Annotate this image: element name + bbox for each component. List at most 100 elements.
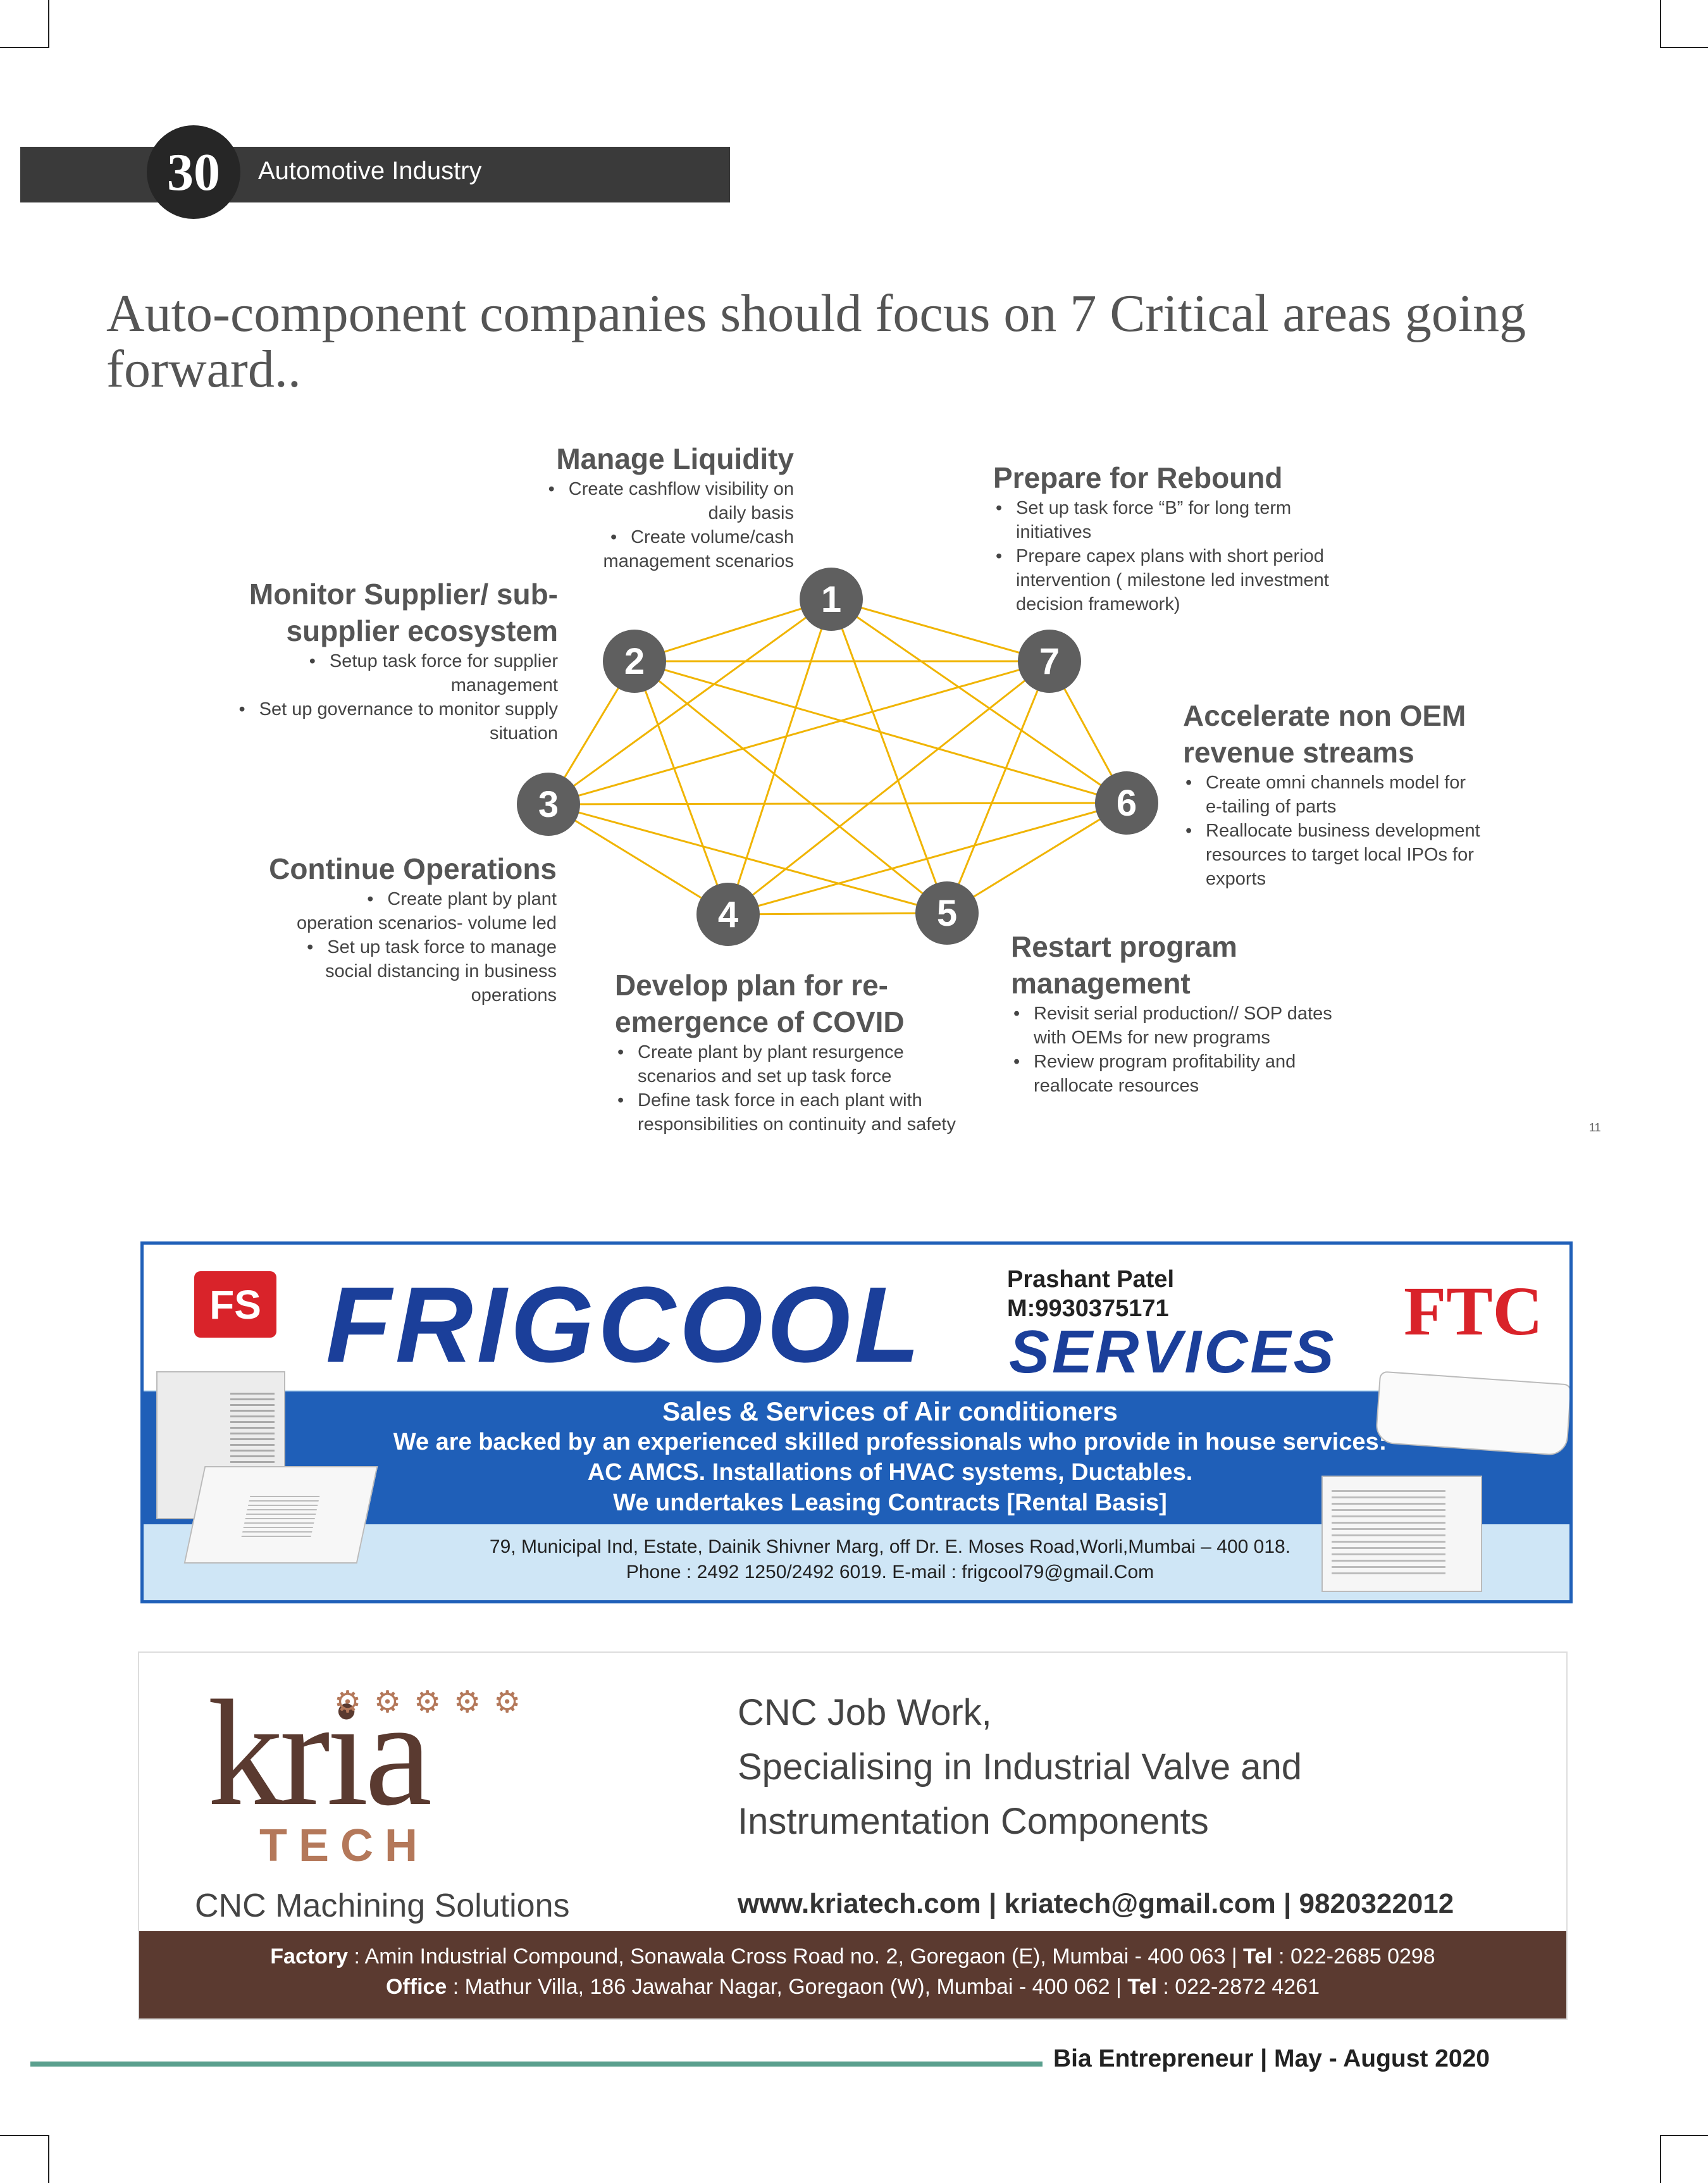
ad-line: Instrumentation Components bbox=[738, 1801, 1209, 1842]
window-ac-image bbox=[1321, 1476, 1482, 1592]
area-title: Restart program management bbox=[1011, 930, 1237, 1000]
cassette-ac-image bbox=[183, 1466, 378, 1564]
office-tel: : 022-2872 4261 bbox=[1156, 1975, 1320, 1999]
ad-address: 79, Municipal Ind, Estate, Dainik Shivne… bbox=[352, 1534, 1428, 1585]
tel-label: Tel bbox=[1243, 1944, 1273, 1968]
slide-number: 11 bbox=[1589, 1121, 1601, 1134]
crop-mark bbox=[1660, 2135, 1708, 2136]
frigcool-advertisement: FS FRIGCOOL Prashant Patel M:9930375171 … bbox=[140, 1241, 1573, 1603]
office-text: : Mathur Villa, 186 Jawahar Nagar, Goreg… bbox=[447, 1975, 1128, 1999]
area-title: Prepare for Rebound bbox=[993, 461, 1283, 494]
connector-line bbox=[548, 803, 729, 916]
node-4: 4 bbox=[696, 883, 760, 946]
crop-mark bbox=[1660, 0, 1661, 48]
bullet-item: Define task force in each plant with res… bbox=[615, 1088, 994, 1136]
footer-publication: Bia Entrepreneur | May - August 2020 bbox=[1053, 2045, 1490, 2072]
connector-line bbox=[831, 598, 1127, 804]
node-5: 5 bbox=[915, 881, 979, 945]
connector-line bbox=[727, 802, 1127, 916]
area-title: Manage Liquidity bbox=[556, 442, 794, 475]
ad-top-panel bbox=[144, 1245, 1569, 1390]
factory-address: Factory : Amin Industrial Compound, Sona… bbox=[139, 1941, 1566, 1972]
contact-block: Prashant Patel M:9930375171 bbox=[1007, 1265, 1174, 1323]
connector-line bbox=[727, 599, 832, 915]
crop-mark bbox=[48, 2135, 49, 2183]
connector-line bbox=[830, 599, 948, 914]
bullet-item: Set up task force “B” for long term init… bbox=[993, 496, 1335, 544]
ad-service-lines: Sales & Services of Air conditioners We … bbox=[352, 1396, 1428, 1518]
node-6: 6 bbox=[1095, 771, 1158, 835]
connector-line bbox=[548, 598, 832, 805]
node-7: 7 bbox=[1018, 630, 1081, 693]
area-title: Monitor Supplier/ sub-supplier ecosystem bbox=[249, 578, 558, 647]
crop-mark bbox=[0, 47, 48, 48]
contact-phone: M:9930375171 bbox=[1007, 1295, 1169, 1322]
kria-tech-advertisement: kria ⚙⚙⚙⚙⚙ TECH CNC Machining Solutions … bbox=[138, 1651, 1568, 2020]
area-title: Develop plan for re-emergence of COVID bbox=[615, 969, 905, 1038]
bullet-item: Create plant by plant resurgence scenari… bbox=[615, 1040, 954, 1088]
network-diagram bbox=[547, 598, 1128, 916]
office-label: Office bbox=[385, 1975, 447, 1999]
bullet-item: Reallocate business development resource… bbox=[1183, 819, 1487, 891]
split-ac-image bbox=[1375, 1371, 1569, 1457]
connector-line bbox=[634, 598, 832, 662]
connector-line bbox=[727, 912, 948, 916]
kria-logo: kria bbox=[207, 1669, 432, 1837]
kria-tagline: CNC Machining Solutions bbox=[195, 1888, 570, 1924]
gear-icon: ⚙⚙⚙⚙⚙ bbox=[334, 1686, 534, 1719]
connector-line bbox=[946, 661, 1051, 914]
area-develop-plan-covid: Develop plan for re-emergence of COVID C… bbox=[615, 967, 994, 1136]
area-monitor-supplier: Monitor Supplier/ sub-supplier ecosystem… bbox=[201, 576, 558, 745]
contact-name: Prashant Patel bbox=[1007, 1266, 1174, 1293]
connector-line bbox=[831, 598, 1050, 662]
area-title: Accelerate non OEM revenue streams bbox=[1183, 699, 1466, 769]
ad-line: AC AMCS. Installations of HVAC systems, … bbox=[587, 1459, 1193, 1486]
bullet-item: Set up task force to manage social dista… bbox=[253, 935, 557, 1007]
ftc-monogram: FTC bbox=[1404, 1272, 1543, 1350]
tel-label: Tel bbox=[1127, 1975, 1157, 1999]
header-band bbox=[20, 147, 730, 202]
bullet-item: Create plant by plant operation scenario… bbox=[253, 887, 557, 935]
node-3: 3 bbox=[517, 773, 580, 836]
connector-line bbox=[633, 661, 729, 915]
factory-label: Factory bbox=[270, 1944, 349, 1968]
connector-line bbox=[634, 660, 948, 914]
area-prepare-for-rebound: Prepare for Rebound Set up task force “B… bbox=[993, 459, 1335, 616]
bullet-item: Create cashflow visibility on daily basi… bbox=[519, 477, 794, 525]
footer-rule bbox=[30, 2062, 1043, 2067]
connector-line bbox=[548, 660, 1050, 805]
bullet-item: Setup task force for supplier management bbox=[201, 649, 558, 697]
area-manage-liquidity: Manage Liquidity Create cashflow visibil… bbox=[493, 440, 794, 573]
connector-line bbox=[548, 802, 1127, 805]
page-number: 30 bbox=[147, 125, 240, 219]
area-restart-program: Restart program management Revisit seria… bbox=[1011, 928, 1365, 1098]
connector-line bbox=[727, 660, 1050, 916]
node-1: 1 bbox=[800, 568, 863, 631]
crop-mark bbox=[48, 0, 49, 48]
frigcool-brand: FRIGCOOL bbox=[326, 1265, 924, 1385]
kria-addresses: Factory : Amin Industrial Compound, Sona… bbox=[139, 1941, 1566, 2002]
area-continue-operations: Continue Operations Create plant by plan… bbox=[253, 850, 557, 1007]
frigcool-logo: FS bbox=[194, 1271, 276, 1338]
section-name: Automotive Industry bbox=[258, 157, 482, 185]
factory-tel: : 022-2685 0298 bbox=[1272, 1944, 1435, 1968]
area-title: Continue Operations bbox=[269, 852, 557, 885]
ad-line: Specialising in Industrial Valve and bbox=[738, 1746, 1303, 1788]
bullet-item: Create omni channels model for e-tailing… bbox=[1183, 771, 1487, 819]
crop-mark bbox=[0, 2135, 48, 2136]
office-address: Office : Mathur Villa, 186 Jawahar Nagar… bbox=[139, 1972, 1566, 2002]
node-2: 2 bbox=[603, 630, 666, 693]
connector-line bbox=[548, 803, 948, 914]
ad-line: CNC Job Work, bbox=[738, 1692, 992, 1733]
bullet-item: Set up governance to monitor supply situ… bbox=[201, 697, 558, 745]
area-accelerate-non-oem: Accelerate non OEM revenue streams Creat… bbox=[1183, 697, 1487, 891]
kria-contact: www.kriatech.com | kriatech@gmail.com | … bbox=[738, 1888, 1454, 1919]
crop-mark bbox=[1660, 2135, 1661, 2183]
connector-line bbox=[634, 660, 1127, 804]
ad-line: We are backed by an experienced skilled … bbox=[393, 1429, 1387, 1455]
ad-line: Sales & Services of Air conditioners bbox=[662, 1396, 1118, 1426]
connector-line bbox=[946, 802, 1127, 914]
page-title: Auto-component companies should focus on… bbox=[106, 284, 1526, 399]
factory-text: : Amin Industrial Compound, Sonawala Cro… bbox=[348, 1944, 1243, 1968]
bullet-item: Create volume/cash management scenarios bbox=[519, 525, 794, 573]
